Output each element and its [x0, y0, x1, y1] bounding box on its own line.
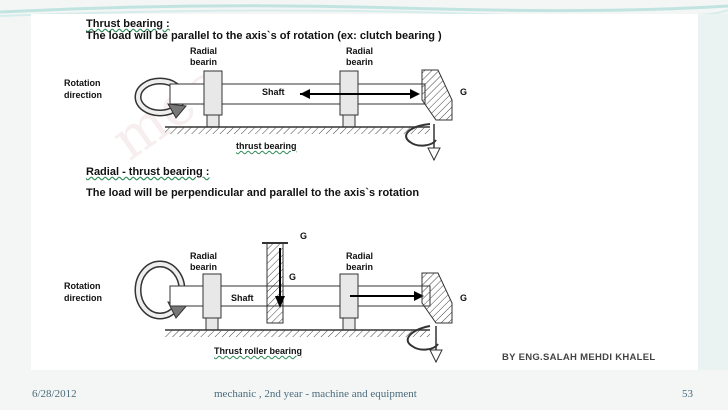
- thrust-definition: The load will be parallel to the axis`s …: [86, 30, 442, 42]
- d1-radial-label-2b: bearin: [346, 57, 374, 67]
- d1-radial-label-2a: Radial: [346, 46, 374, 56]
- d1-radial-label-1b: bearin: [190, 57, 218, 67]
- d2-gear-right-label: G: [460, 293, 468, 303]
- d2-radial-label-2a: Radial: [346, 251, 374, 261]
- d1-gear-label: G: [460, 87, 468, 97]
- gear-rotation-arrow-icon: [406, 325, 443, 364]
- radial-load-arrow-icon: [275, 296, 285, 308]
- d2-bottom-label: Thrust roller bearing: [214, 346, 303, 356]
- d1-bottom-label: thrust bearing: [236, 141, 297, 151]
- heading-radial-thrust-bearing: Radial - thrust bearing :: [86, 166, 210, 178]
- d2-radial-label-2b: bearin: [346, 262, 374, 272]
- footer-title: mechanic , 2nd year - machine and equipm…: [214, 388, 417, 400]
- d1-shaft-label: Shaft: [262, 87, 285, 97]
- d2-radial-label-1b: bearin: [190, 262, 218, 272]
- d2-rotation-label-b: direction: [64, 293, 103, 303]
- d2-gear-top-label: G: [300, 231, 308, 241]
- gear-rotation-arrow-icon: [405, 123, 441, 162]
- axial-load-arrow-icon: [300, 89, 310, 99]
- footer-page-number: 53: [682, 388, 693, 400]
- footer-date: 6/28/2012: [32, 388, 77, 400]
- radial-thrust-definition: The load will be perpendicular and paral…: [86, 187, 420, 199]
- author-credit: BY ENG.SALAH MEHDI KHALEL: [502, 352, 656, 363]
- d2-radial-label-1a: Radial: [190, 251, 218, 261]
- bevel-gear-2: [421, 272, 453, 324]
- d2-rotation-label-a: Rotation: [64, 281, 101, 291]
- bevel-gear-1: [421, 69, 453, 121]
- radial-bearing-1: [202, 273, 222, 319]
- d1-radial-label-1a: Radial: [190, 46, 218, 56]
- d2-gear-mid-label: G: [289, 272, 297, 282]
- d2-shaft-label: Shaft: [231, 293, 254, 303]
- d1-rotation-label-a: Rotation: [64, 78, 101, 88]
- heading-thrust-bearing: Thrust bearing :: [86, 18, 170, 30]
- d1-rotation-label-b: direction: [64, 90, 103, 100]
- axial-load-arrow-icon: [414, 291, 424, 301]
